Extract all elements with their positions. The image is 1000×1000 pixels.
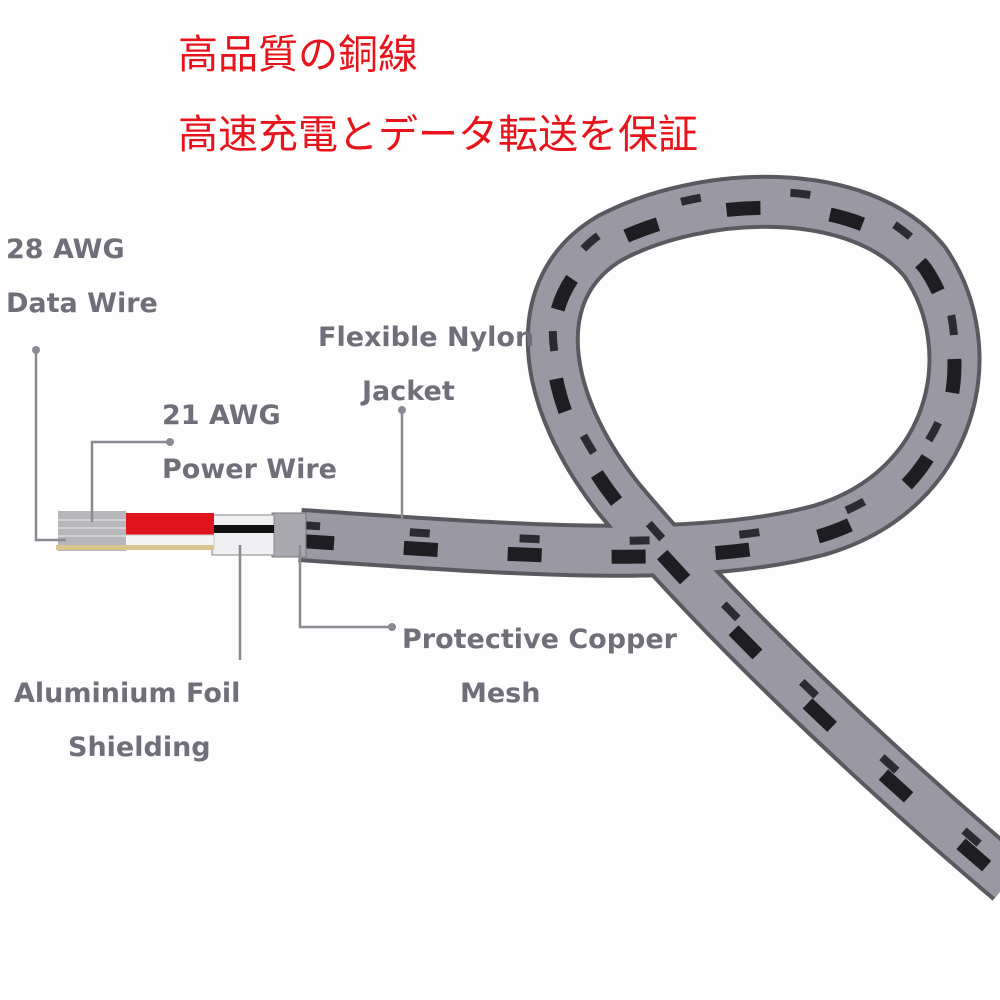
foil-label-line-1: Aluminium Foil xyxy=(14,678,241,709)
power-wire-gauge-label: 21 AWG xyxy=(162,400,281,431)
headline-line-2: 高速充電とデータ転送を保証 xyxy=(178,112,698,158)
power-wire-label: Power Wire xyxy=(162,454,337,485)
data-wire-gauge-label: 28 AWG xyxy=(6,234,125,265)
leader-lines xyxy=(34,350,404,660)
power-wire xyxy=(124,513,214,535)
mesh-label-line-1: Protective Copper xyxy=(402,624,677,655)
cable-body xyxy=(298,174,1000,901)
headline-line-1: 高品質の銅線 xyxy=(178,32,418,78)
mesh-label-line-2: Mesh xyxy=(460,678,541,709)
cable-end xyxy=(56,511,307,558)
jacket-label-line-2: Jacket xyxy=(362,376,455,407)
foil-label-line-2: Shielding xyxy=(68,732,211,763)
jacket-label-line-1: Flexible Nylon xyxy=(318,322,535,353)
data-wire-label: Data Wire xyxy=(6,288,158,319)
